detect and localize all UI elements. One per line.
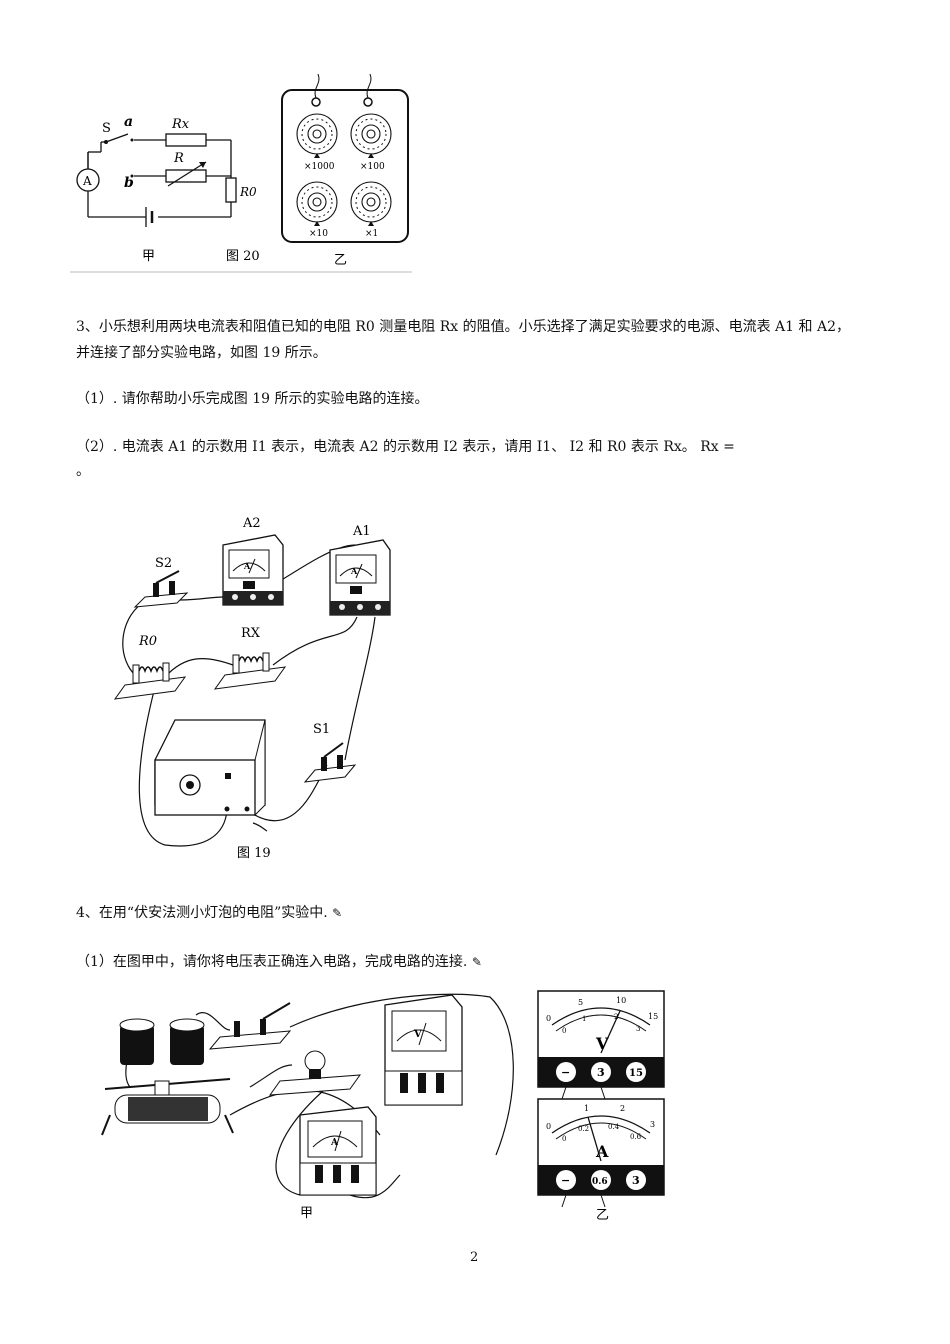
- v-scale-bottom-3: 3: [636, 1025, 640, 1033]
- s1-label: S1: [313, 722, 330, 737]
- v-terminal-neg: −: [561, 1066, 570, 1079]
- ammeter-jia-symbol: A: [330, 1138, 339, 1148]
- r0-label: R0: [239, 185, 257, 199]
- v-scale-top-0: 0: [546, 1014, 551, 1023]
- ammeter-jia: A: [299, 1106, 377, 1196]
- v-scale-bottom-1: 1: [582, 1015, 586, 1023]
- a1-label: A1: [352, 524, 371, 539]
- switch-s1: [303, 742, 357, 783]
- pen-icon: ✎: [332, 906, 343, 920]
- v-terminal-15: 15: [629, 1068, 643, 1079]
- figure-jia-yi: V A 甲 0 5 10 15 0: [100, 985, 680, 1225]
- ammeter-yi-symbol: A: [595, 1142, 609, 1161]
- q3-part2: （2）. 电流表 A1 的示数用 I1 表示，电流表 A2 的示数用 I2 表示…: [76, 439, 735, 455]
- dial-x100-label: ×100: [360, 162, 385, 172]
- contact-b-label: b: [124, 175, 134, 191]
- switch-s2: [133, 570, 189, 608]
- q3-line1: 3、小乐想利用两块电流表和阻值已知的电阻 R0 测量电阻 Rx 的阻值。小乐选择…: [76, 319, 850, 335]
- dial-x10-label: ×10: [309, 229, 328, 239]
- ammeter-yi: 0 1 2 3 0 0.2 0.4 0.6 A − 0.6 3: [537, 1098, 665, 1208]
- q4-part1-text: （1）在图甲中，请你将电压表正确连入电路，完成电路的连接.: [76, 954, 468, 970]
- a-terminal-06: 0.6: [592, 1177, 608, 1187]
- q4-line1: 4、在用“伏安法测小灯泡的电阻”实验中. ✎: [76, 902, 342, 924]
- dial-x1000-label: ×1000: [304, 162, 335, 172]
- a-terminal-3: 3: [632, 1174, 640, 1187]
- ammeter-a1: A: [329, 539, 391, 616]
- dial-x1-label: ×1: [365, 229, 378, 239]
- a-terminal-neg: −: [561, 1174, 570, 1187]
- figure-jia-yi-drawing: V A 甲 0 5 10 15 0: [101, 990, 665, 1223]
- a-scale-top-2: 2: [620, 1104, 625, 1113]
- fig-yi-caption: 乙: [596, 1208, 609, 1223]
- pen-icon: ✎: [471, 955, 482, 969]
- rx-label: Rx: [171, 117, 190, 132]
- ammeter-symbol: A: [82, 174, 92, 188]
- rheostat: [101, 1078, 234, 1136]
- q3-part2-end: 。: [76, 463, 90, 479]
- v-scale-top-2: 10: [616, 996, 626, 1005]
- resistor-rx: [213, 652, 287, 690]
- q4-line1-text: 4、在用“伏安法测小灯泡的电阻”实验中.: [76, 905, 328, 921]
- voltmeter-jia: V: [384, 994, 463, 1106]
- a-scale-top-1: 1: [584, 1104, 589, 1113]
- q3-part1: （1）. 请你帮助小乐完成图 19 所示的实验电路的连接。: [76, 391, 429, 407]
- a-scale-bottom-1: 0.2: [578, 1125, 589, 1133]
- a2-label: A2: [242, 516, 261, 531]
- rx-label: RX: [241, 626, 261, 641]
- fig20-left-caption: 甲: [142, 249, 155, 264]
- q3-line2: 并连接了部分实验电路，如图 19 所示。: [76, 345, 327, 361]
- q4-part1: （1）在图甲中，请你将电压表正确连入电路，完成电路的连接. ✎: [76, 951, 482, 973]
- battery-cells: [119, 1018, 205, 1065]
- figure-19: A A: [105, 505, 405, 865]
- fig-jia-caption: 甲: [300, 1206, 313, 1221]
- voltmeter-yi: 0 5 10 15 0 1 2 3 V − 3 15: [537, 990, 665, 1100]
- a1-meter-symbol: A: [350, 566, 358, 576]
- a2-meter-symbol: A: [243, 561, 251, 571]
- r-label: R: [173, 151, 184, 166]
- a-scale-bottom-3: 0.6: [630, 1133, 642, 1141]
- fig19-caption: 图 19: [237, 846, 271, 861]
- page-number: 2: [470, 1250, 479, 1265]
- a-scale-bottom-0: 0: [562, 1135, 566, 1143]
- fig20-right-caption: 乙: [334, 253, 347, 268]
- fig20-caption: 图 20: [226, 249, 260, 264]
- lamp: [268, 1050, 362, 1096]
- contact-a-label: a: [124, 114, 133, 130]
- a-scale-top-3: 3: [650, 1120, 655, 1129]
- v-terminal-3: 3: [597, 1066, 605, 1079]
- figure-20-drawing: A S a b Rx R R0 ×1000 ×100 ×10 ×1 甲 图: [70, 73, 412, 273]
- figure-19-drawing: A A: [113, 516, 391, 861]
- switch: [208, 1002, 292, 1050]
- v-scale-bottom-0: 0: [562, 1027, 566, 1035]
- power-supply: [154, 719, 266, 817]
- voltmeter-jia-symbol: V: [413, 1029, 422, 1040]
- a-scale-bottom-2: 0.4: [608, 1123, 620, 1131]
- v-scale-top-3: 15: [648, 1012, 658, 1021]
- v-scale-top-1: 5: [578, 998, 583, 1007]
- v-scale-bottom-2: 2: [614, 1013, 618, 1021]
- resistor-r0: [113, 662, 187, 700]
- figure-20: A S a b Rx R R0 ×1000 ×100 ×10 ×1 甲 图: [66, 62, 416, 277]
- a-scale-top-0: 0: [546, 1122, 551, 1131]
- ammeter-a2: A: [222, 534, 284, 606]
- s2-label: S2: [155, 556, 172, 571]
- voltmeter-yi-symbol: V: [595, 1034, 609, 1053]
- switch-label: S: [102, 121, 111, 136]
- r0-label: R0: [138, 634, 157, 649]
